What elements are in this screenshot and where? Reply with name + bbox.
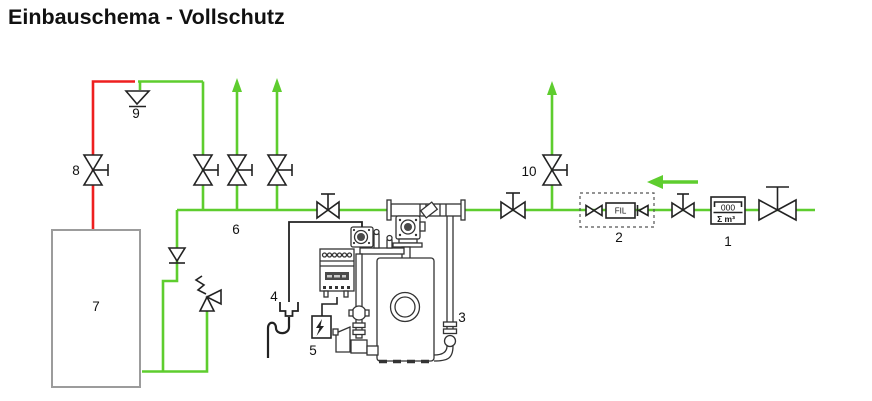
meter-display: 000: [721, 203, 735, 213]
valve-before-meter: [671, 193, 695, 219]
filter-label: FIL: [615, 207, 627, 216]
flow-direction-arrow-icon: [647, 175, 698, 189]
valve-riser-left: [192, 154, 219, 186]
inline-fitting: [419, 201, 439, 219]
pump-assembly: [332, 226, 405, 356]
safety-relief-valve-icon: [194, 275, 222, 312]
power-supply: [311, 297, 338, 339]
filter-unit: FIL: [579, 192, 655, 228]
callout-6: 6: [232, 222, 240, 237]
siphon-trap-icon: [266, 317, 291, 358]
check-valve-icon: [167, 247, 187, 264]
process-unit: [319, 199, 466, 364]
meter-unit: Σ m³: [717, 214, 735, 224]
valve-inlet-main: [758, 186, 797, 222]
valve-main-right: [500, 192, 526, 220]
valve-main-left: [316, 193, 340, 220]
control-unit: [319, 248, 355, 298]
drain-funnel-icon: [124, 90, 151, 108]
lightning-icon: [316, 319, 324, 336]
riser-pipe: [433, 216, 458, 362]
vent-arrow-icon: [547, 81, 557, 95]
callout-8: 8: [72, 163, 80, 178]
drain-funnel-icon: [279, 302, 299, 317]
vent-arrow-icon: [272, 78, 282, 92]
gas-meter: 000 Σ m³: [710, 196, 746, 225]
drain-line: [266, 221, 363, 358]
callout-10: 10: [521, 164, 536, 179]
vent-arrow-icons: [232, 78, 557, 95]
storage-tank: [51, 229, 141, 388]
green-pipes: [138, 80, 815, 373]
callout-5: 5: [309, 343, 317, 358]
callout-9: 9: [132, 106, 140, 121]
callout-7: 7: [92, 299, 100, 314]
deaerator-vessel: [376, 257, 435, 364]
page-title: Einbauschema - Vollschutz: [8, 5, 285, 29]
callout-1: 1: [724, 234, 732, 249]
drain-can: [335, 326, 351, 353]
callout-2: 2: [615, 230, 623, 245]
callout-3: 3: [458, 310, 466, 325]
valve-8: [82, 154, 109, 186]
valve-vent-2: [266, 154, 293, 186]
callout-4: 4: [270, 289, 278, 304]
valve-vent-1: [226, 154, 253, 186]
vent-arrow-icon: [232, 78, 242, 92]
valve-10: [541, 154, 568, 186]
